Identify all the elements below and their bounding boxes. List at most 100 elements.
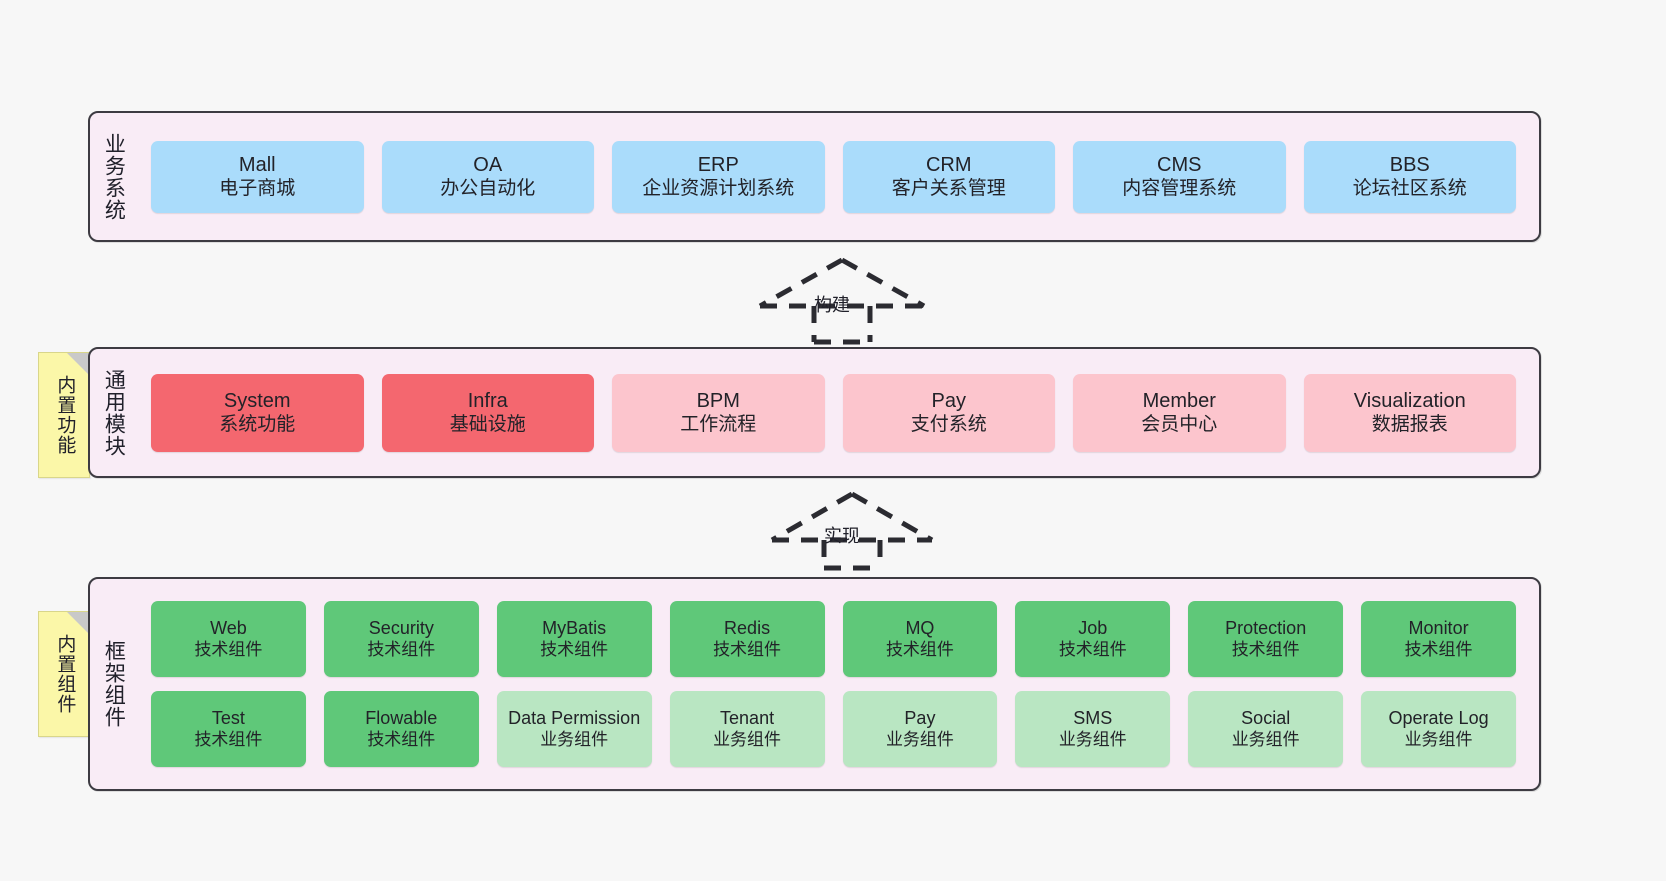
node-protection[interactable]: Protection 技术组件 [1188, 601, 1344, 677]
node-subtitle: 业务组件 [540, 729, 609, 749]
node-title: ERP [697, 153, 739, 176]
node-title: Test [211, 707, 245, 728]
node-subtitle: 工作流程 [680, 414, 757, 436]
node-subtitle: 客户关系管理 [891, 178, 1006, 200]
node-subtitle: 技术组件 [885, 639, 954, 659]
node-infra[interactable]: Infra 基础设施 [381, 373, 594, 452]
node-sms[interactable]: SMS 业务组件 [1015, 691, 1171, 767]
node-monitor[interactable]: Monitor 技术组件 [1361, 601, 1516, 677]
node-subtitle: 基础设施 [449, 414, 526, 436]
node-title: BPM [696, 389, 740, 412]
node-oa[interactable]: OA 办公自动化 [381, 140, 594, 213]
node-data-permission[interactable]: Data Permission 业务组件 [496, 691, 652, 767]
layer-title-business-system: 业务系统 [102, 132, 126, 221]
node-title: CMS [1157, 153, 1202, 176]
node-title: Pay [931, 389, 966, 412]
node-title: Redis [724, 617, 771, 638]
frame-row-business: Test 技术组件 Flowable 技术组件 Data Permission … [142, 691, 1525, 767]
node-subtitle: 企业资源计划系统 [642, 178, 795, 200]
node-subtitle: 会员中心 [1141, 414, 1218, 436]
node-subtitle: 技术组件 [367, 729, 436, 749]
node-subtitle: 业务组件 [1058, 729, 1127, 749]
node-subtitle: 技术组件 [1231, 639, 1300, 659]
note-builtin-function: 内置功能 [38, 352, 90, 478]
layer-common-module: 通用模块 System 系统功能 Infra 基础设施 BPM 工作流程 Pay… [88, 347, 1541, 478]
node-subtitle: 支付系统 [910, 414, 987, 436]
node-subtitle: 电子商城 [219, 178, 296, 200]
layer-framework-component: 框架组件 Web 技术组件 Security 技术组件 MyBatis 技术组件… [88, 577, 1541, 791]
node-title: Social [1241, 707, 1291, 728]
note-label: 内置功能 [54, 375, 76, 455]
node-subtitle: 业务组件 [713, 729, 782, 749]
note-builtin-component: 内置组件 [38, 611, 90, 737]
note-fold-corner-icon [67, 353, 89, 375]
node-subtitle: 业务组件 [1231, 729, 1300, 749]
node-subtitle: 技术组件 [194, 639, 263, 659]
layer-title-framework-component: 框架组件 [102, 640, 126, 728]
connector-build: 构建 [752, 256, 932, 345]
node-subtitle: 论坛社区系统 [1352, 178, 1467, 200]
layer-title-common-module: 通用模块 [102, 368, 126, 457]
node-title: Infra [467, 389, 508, 412]
note-label: 内置组件 [54, 634, 76, 714]
node-redis[interactable]: Redis 技术组件 [669, 601, 825, 677]
node-tenant[interactable]: Tenant 业务组件 [669, 691, 825, 767]
node-member[interactable]: Member 会员中心 [1073, 373, 1286, 452]
node-title: Visualization [1353, 389, 1466, 412]
node-pay-module[interactable]: Pay 支付系统 [842, 373, 1055, 452]
node-mq[interactable]: MQ 技术组件 [842, 601, 998, 677]
node-operate-log[interactable]: Operate Log 业务组件 [1361, 691, 1516, 767]
node-security[interactable]: Security 技术组件 [323, 601, 479, 677]
node-erp[interactable]: ERP 企业资源计划系统 [612, 140, 825, 213]
node-title: Tenant [720, 707, 775, 728]
layer-business-cells: Mall 电子商城 OA 办公自动化 ERP 企业资源计划系统 CRM 客户关系… [136, 113, 1539, 240]
node-web[interactable]: Web 技术组件 [151, 601, 306, 677]
node-subtitle: 技术组件 [713, 639, 782, 659]
node-flowable[interactable]: Flowable 技术组件 [323, 691, 479, 767]
node-subtitle: 数据报表 [1371, 414, 1448, 436]
node-social[interactable]: Social 业务组件 [1188, 691, 1344, 767]
node-subtitle: 技术组件 [367, 639, 436, 659]
node-title: Mall [238, 153, 276, 176]
node-mall[interactable]: Mall 电子商城 [151, 140, 364, 213]
node-title: Flowable [365, 707, 438, 728]
node-subtitle: 内容管理系统 [1122, 178, 1237, 200]
layer-common-cells: System 系统功能 Infra 基础设施 BPM 工作流程 Pay 支付系统… [136, 349, 1539, 476]
node-subtitle: 办公自动化 [440, 178, 536, 200]
node-subtitle: 技术组件 [1404, 639, 1473, 659]
layer-frame-cells: Web 技术组件 Security 技术组件 MyBatis 技术组件 Redi… [136, 579, 1539, 789]
frame-row-technical: Web 技术组件 Security 技术组件 MyBatis 技术组件 Redi… [142, 601, 1525, 677]
node-pay-component[interactable]: Pay 业务组件 [842, 691, 998, 767]
node-test[interactable]: Test 技术组件 [151, 691, 306, 767]
node-mybatis[interactable]: MyBatis 技术组件 [496, 601, 652, 677]
node-title: Security [368, 617, 434, 638]
node-system[interactable]: System 系统功能 [151, 373, 364, 452]
node-title: SMS [1073, 707, 1113, 728]
node-subtitle: 技术组件 [194, 729, 263, 749]
node-subtitle: 系统功能 [219, 414, 296, 436]
node-bpm[interactable]: BPM 工作流程 [612, 373, 825, 452]
connector-build-label: 构建 [814, 295, 850, 315]
node-title: Data Permission [508, 707, 641, 728]
node-job[interactable]: Job 技术组件 [1015, 601, 1171, 677]
node-title: Member [1142, 389, 1216, 412]
node-title: MQ [905, 617, 935, 638]
node-cms[interactable]: CMS 内容管理系统 [1073, 140, 1286, 213]
connector-implement: 实现 [766, 490, 946, 571]
node-title: BBS [1389, 153, 1430, 176]
node-title: OA [473, 153, 503, 176]
node-crm[interactable]: CRM 客户关系管理 [842, 140, 1055, 213]
node-title: System [223, 389, 291, 412]
layer-business-system: 业务系统 Mall 电子商城 OA 办公自动化 ERP 企业资源计划系统 CRM… [88, 111, 1541, 242]
node-title: Pay [904, 707, 936, 728]
node-bbs[interactable]: BBS 论坛社区系统 [1303, 140, 1516, 213]
node-title: Job [1078, 617, 1108, 638]
node-title: CRM [925, 153, 972, 176]
note-fold-corner-icon [67, 612, 89, 634]
node-title: Protection [1225, 617, 1307, 638]
node-subtitle: 技术组件 [540, 639, 609, 659]
node-subtitle: 业务组件 [885, 729, 954, 749]
connector-implement-label: 实现 [824, 526, 860, 546]
node-visualization[interactable]: Visualization 数据报表 [1303, 373, 1516, 452]
